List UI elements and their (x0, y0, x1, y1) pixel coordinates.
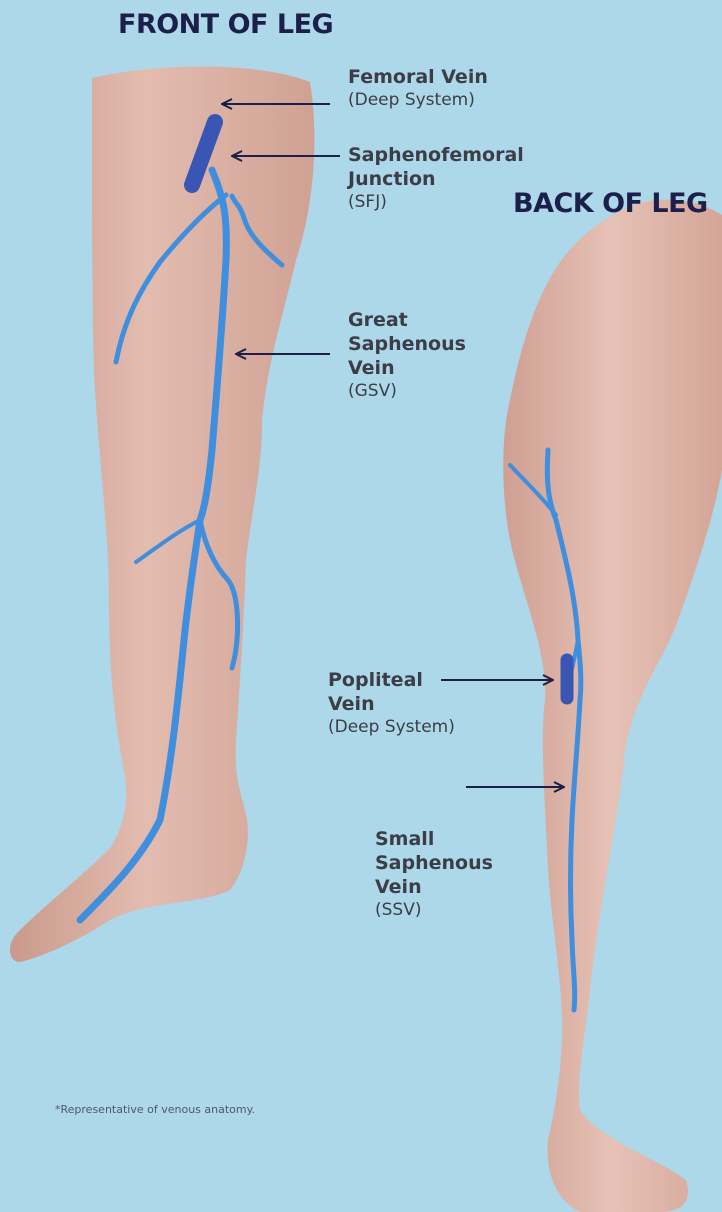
ssv-sub: (SSV) (375, 899, 493, 922)
footnote: *Representative of venous anatomy. (55, 1103, 255, 1116)
ssv-label: Small Saphenous Vein (SSV) (375, 827, 493, 922)
ssv-name-line3: Vein (375, 875, 493, 899)
back-leg-shape (503, 200, 722, 1212)
sfj-name-line2: Junction (348, 167, 524, 191)
sfj-sub: (SFJ) (348, 191, 524, 214)
popliteal-vein-name-line1: Popliteal (328, 668, 455, 692)
sfj-name-line1: Saphenofemoral (348, 143, 524, 167)
gsv-name-line1: Great (348, 308, 466, 332)
popliteal-vein-name-line2: Vein (328, 692, 455, 716)
gsv-name-line2: Saphenous (348, 332, 466, 356)
femoral-vein-label: Femoral Vein (Deep System) (348, 65, 488, 112)
ssv-name-line2: Saphenous (375, 851, 493, 875)
front-leg-shape (10, 66, 314, 962)
sfj-label: Saphenofemoral Junction (SFJ) (348, 143, 524, 214)
femoral-vein-sub: (Deep System) (348, 89, 488, 112)
popliteal-vein-sub: (Deep System) (328, 716, 455, 739)
front-of-leg-heading: FRONT OF LEG (118, 9, 333, 40)
gsv-name-line3: Vein (348, 356, 466, 380)
ssv-name-line1: Small (375, 827, 493, 851)
gsv-label: Great Saphenous Vein (GSV) (348, 308, 466, 403)
gsv-sub: (GSV) (348, 380, 466, 403)
popliteal-vein-label: Popliteal Vein (Deep System) (328, 668, 455, 739)
back-of-leg-heading: BACK OF LEG (513, 188, 708, 219)
femoral-vein-name: Femoral Vein (348, 65, 488, 89)
